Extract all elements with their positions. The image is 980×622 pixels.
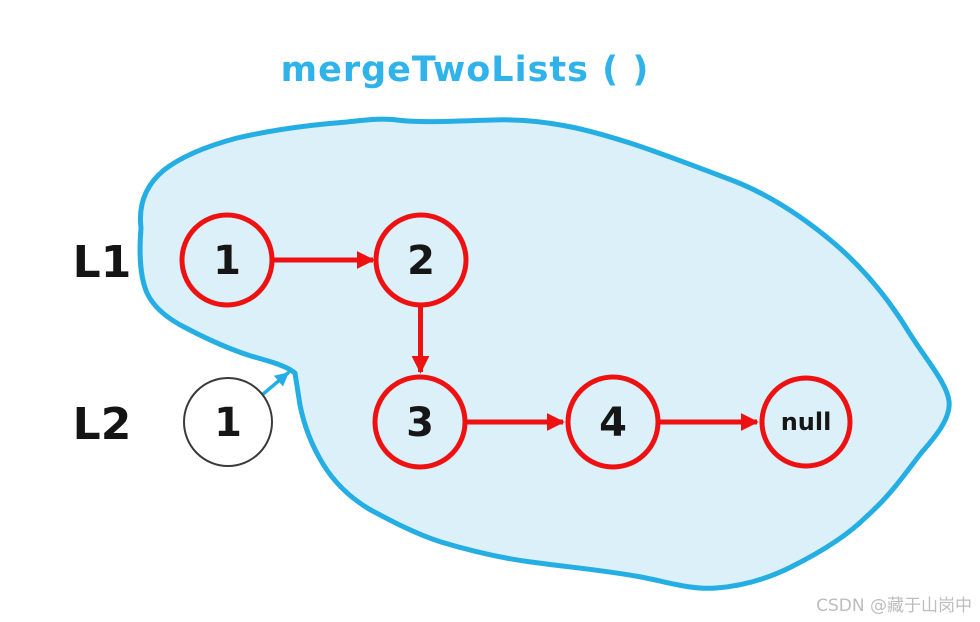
merged-node-3-value: 3 bbox=[406, 400, 434, 446]
diagram-title: mergeTwoLists ( ) bbox=[281, 50, 650, 90]
l2-node-1-circle bbox=[183, 377, 273, 467]
l1-node-2-value: 2 bbox=[407, 238, 435, 284]
l2-node-1: 1 bbox=[183, 377, 273, 467]
l1-node-1-value: 1 bbox=[213, 238, 241, 284]
null-node: null bbox=[759, 375, 853, 469]
l2-into-merge-arrow bbox=[260, 371, 290, 397]
watermark: CSDN @藏于山岗中 bbox=[816, 596, 972, 616]
list2-label: L2 bbox=[73, 399, 132, 450]
l1-node-2: 2 bbox=[373, 212, 469, 308]
list1-label: L1 bbox=[73, 237, 132, 288]
merge-scope-blob bbox=[137, 116, 952, 591]
merged-node-3-circle bbox=[372, 374, 468, 470]
null-node-circle bbox=[759, 375, 853, 469]
merged-node-3: 3 bbox=[372, 374, 468, 470]
merged-node-4: 4 bbox=[565, 374, 661, 470]
l1-node-2-circle bbox=[373, 212, 469, 308]
merged-node-4-value: 4 bbox=[599, 400, 627, 446]
l1-node-1-circle bbox=[179, 212, 275, 308]
null-node-value: null bbox=[781, 408, 832, 436]
l2-node-1-value: 1 bbox=[214, 400, 242, 446]
l1-node-1: 1 bbox=[179, 212, 275, 308]
merged-node-4-circle bbox=[565, 374, 661, 470]
